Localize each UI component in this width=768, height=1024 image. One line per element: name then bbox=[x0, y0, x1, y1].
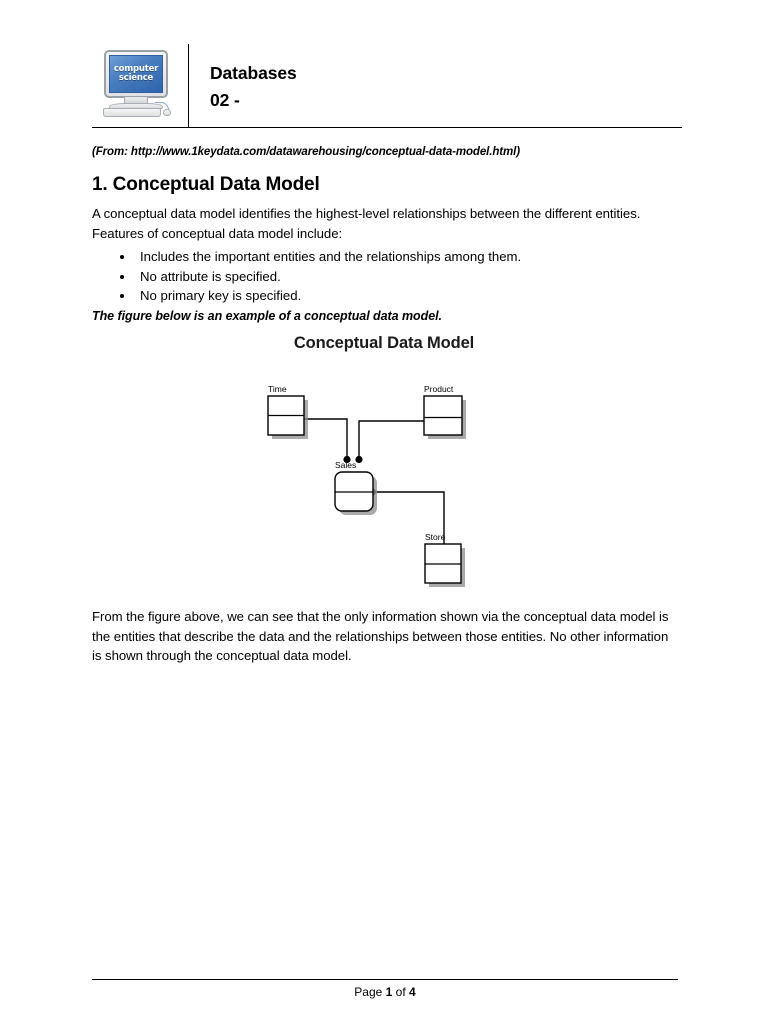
list-item: No primary key is specified. bbox=[92, 286, 676, 306]
header-horizontal-rule bbox=[92, 127, 682, 128]
entity-sales[interactable]: Sales bbox=[334, 460, 377, 515]
figure-caption: The figure below is an example of a conc… bbox=[92, 309, 442, 323]
header-vertical-divider bbox=[188, 44, 189, 128]
monitor-screen: computer science bbox=[109, 55, 163, 93]
header-title-line2: 02 - bbox=[210, 90, 240, 110]
source-attribution: (From: http://www.1keydata.com/datawareh… bbox=[92, 146, 520, 158]
list-item-label: No primary key is specified. bbox=[140, 288, 302, 303]
list-item: No attribute is specified. bbox=[92, 267, 676, 287]
entity-label: Store bbox=[425, 532, 446, 542]
footer-page-indicator: Page 1 of 4 bbox=[92, 985, 678, 999]
logo: computer science bbox=[100, 48, 174, 118]
header-title-line1: Databases bbox=[210, 63, 297, 83]
entity-product[interactable]: Product bbox=[423, 384, 466, 439]
footer-horizontal-rule bbox=[92, 979, 678, 980]
relationship-time-sales bbox=[304, 418, 351, 464]
mouse-icon bbox=[163, 109, 171, 116]
er-diagram-svg: Time Product Sales Store bbox=[267, 384, 466, 587]
entity-label: Time bbox=[268, 384, 287, 394]
computer-monitor-icon: computer science bbox=[100, 48, 174, 118]
conceptual-data-model-diagram: Time Product Sales Store bbox=[255, 380, 505, 590]
logo-text-line1: computer bbox=[113, 64, 159, 75]
feature-bullet-list: Includes the important entities and the … bbox=[92, 247, 676, 306]
bullet-dot-icon bbox=[120, 294, 124, 298]
relationship-endpoint-dot bbox=[343, 455, 351, 464]
footer-page-number: 1 bbox=[385, 985, 393, 999]
entity-time[interactable]: Time bbox=[267, 384, 308, 439]
bullet-dot-icon bbox=[120, 274, 124, 279]
footer-page-prefix: Page bbox=[354, 985, 386, 999]
document-header: computer science Databases 02 - bbox=[92, 40, 682, 128]
relationship-product-sales bbox=[355, 420, 424, 464]
list-item-label: Includes the important entities and the … bbox=[140, 249, 522, 264]
header-title-block: Databases 02 - bbox=[210, 60, 650, 114]
intro-paragraph: A conceptual data model identifies the h… bbox=[92, 206, 641, 241]
outro-paragraph: From the figure above, we can see that t… bbox=[92, 609, 669, 663]
logo-text-line2: science bbox=[118, 73, 154, 83]
figure-title: Conceptual Data Model bbox=[293, 334, 475, 352]
mouse-cord-icon bbox=[155, 102, 169, 112]
entity-label: Sales bbox=[335, 460, 356, 470]
relationship-endpoint-dot bbox=[355, 455, 363, 464]
footer-page-total: 4 bbox=[409, 985, 416, 999]
entity-store[interactable]: Store bbox=[424, 532, 465, 587]
list-item-label: No attribute is specified. bbox=[140, 268, 281, 284]
list-item: Includes the important entities and the … bbox=[92, 247, 676, 267]
bullet-dot-icon bbox=[120, 255, 124, 259]
entity-label: Product bbox=[424, 384, 454, 394]
keyboard-icon bbox=[103, 108, 161, 117]
footer-page-middle: of bbox=[392, 985, 410, 999]
page-title: 1. Conceptual Data Model bbox=[92, 174, 320, 195]
